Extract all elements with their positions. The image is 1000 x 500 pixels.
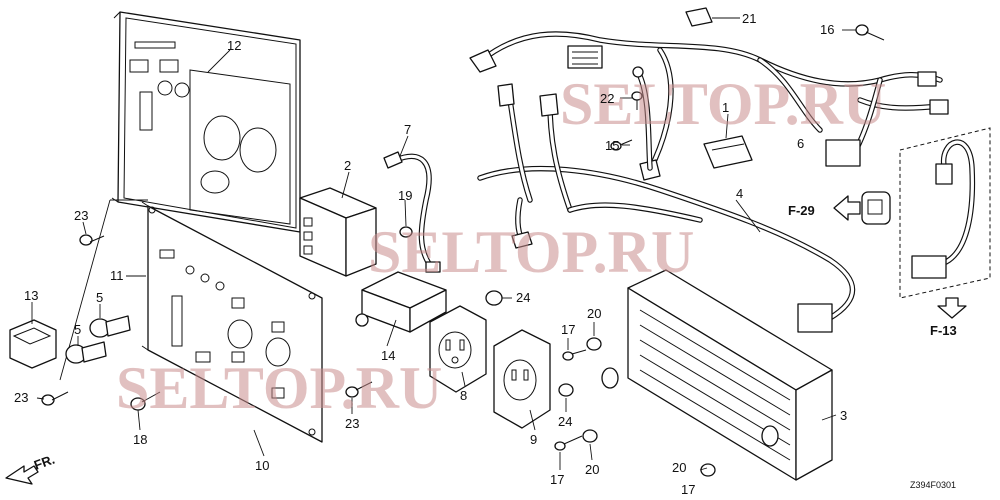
wire-harness [469, 31, 949, 181]
screw-15 [610, 139, 633, 151]
label-plate [111, 11, 301, 233]
callout-7: 7 [404, 122, 411, 137]
fuse-holder-lower [65, 341, 107, 364]
circuit-breaker [355, 271, 447, 333]
callout-17-c: 17 [681, 482, 695, 497]
screw-23-b [41, 391, 69, 406]
washer-20-b [582, 429, 598, 443]
washer-20-c [700, 463, 716, 477]
f13-arrow [937, 297, 967, 319]
callout-23-a: 23 [74, 208, 88, 223]
callout-12: 12 [227, 38, 241, 53]
callout-17-b: 17 [550, 472, 564, 487]
bolt-16 [855, 24, 885, 41]
callout-10: 10 [255, 458, 269, 473]
bolt-17-b [554, 435, 583, 451]
callout-1: 1 [722, 100, 729, 115]
callout-24-b: 24 [558, 414, 572, 429]
callout-2: 2 [344, 158, 351, 173]
callout-13: 13 [24, 288, 38, 303]
callout-5-lower: 5 [74, 322, 81, 337]
callout-16: 16 [820, 22, 834, 37]
inverter-unit [601, 269, 833, 481]
callout-9: 9 [530, 432, 537, 447]
grommet-24-a [485, 290, 503, 306]
callout-17-a: 17 [561, 322, 575, 337]
receptacle-8 [429, 305, 487, 393]
sub-harness [477, 83, 856, 333]
reference-f29: F-29 [788, 203, 815, 218]
reference-f13: F-13 [930, 323, 957, 338]
callout-4: 4 [736, 186, 743, 201]
screw-22 [631, 91, 643, 110]
callout-14: 14 [381, 348, 395, 363]
grommet-24-b [558, 383, 574, 397]
fuse-holder-upper [89, 315, 131, 338]
callout-8: 8 [460, 388, 467, 403]
callout-6: 6 [797, 136, 804, 151]
callout-3: 3 [840, 408, 847, 423]
watermarks: SELTOP.RU SELTOP.RU SELTOP.RU [116, 71, 886, 421]
callout-24-a: 24 [516, 290, 530, 305]
control-panel [141, 201, 323, 443]
bolt-17-a [562, 349, 587, 361]
callout-22: 22 [600, 91, 614, 106]
connector-detail [899, 127, 991, 299]
grommet [703, 135, 753, 169]
harness-clip [685, 7, 713, 27]
callout-21: 21 [742, 11, 756, 26]
lead-wire [383, 151, 441, 273]
leader-lines [31, 17, 856, 471]
callout-5-upper: 5 [96, 290, 103, 305]
callout-18: 18 [133, 432, 147, 447]
rocker-switch [9, 319, 57, 369]
terminal-19 [399, 226, 413, 238]
screw-23-c [345, 381, 373, 398]
callout-15: 15 [605, 138, 619, 153]
callout-11: 11 [110, 268, 124, 283]
callout-23-c: 23 [345, 416, 359, 431]
washer-20-a [586, 337, 602, 351]
callout-20-c: 20 [672, 460, 686, 475]
watermark-2: SELTOP.RU [368, 219, 694, 285]
ground-wire [632, 66, 653, 171]
watermark-1: SELTOP.RU [560, 71, 886, 137]
callout-20-a: 20 [587, 306, 601, 321]
f29-reference [833, 191, 891, 225]
callout-20-b: 20 [585, 462, 599, 477]
watermark-3: SELTOP.RU [116, 355, 442, 421]
relay-box [299, 187, 377, 277]
front-label: FR. [32, 452, 57, 473]
callouts: 12 2 19 7 14 13 5 5 23 23 18 23 10 11 8 … [14, 11, 847, 497]
screw-23-a [79, 234, 105, 246]
receptacle-9 [493, 329, 551, 429]
callout-23-b: 23 [14, 390, 28, 405]
callout-19: 19 [398, 188, 412, 203]
drawing-code: Z394F0301 [910, 480, 956, 490]
front-arrow [5, 465, 39, 485]
